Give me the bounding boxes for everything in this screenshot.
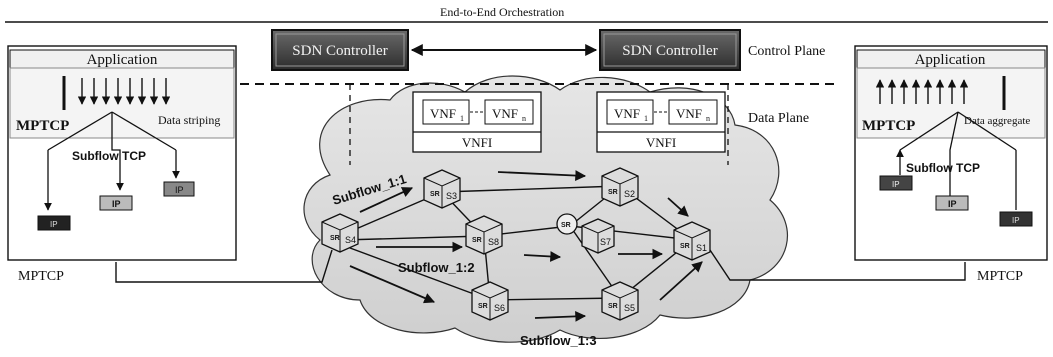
router-id: S2: [624, 189, 635, 199]
vnf-subscript: n: [706, 114, 710, 123]
controller-label: SDN Controller: [622, 43, 717, 59]
vnfi-right: VNF 1 VNF n VNFI: [596, 91, 726, 153]
router-text: SR: [478, 303, 488, 310]
router-s5: SR S5: [601, 281, 639, 321]
router-text: SR: [608, 303, 618, 310]
ip-label: IP: [175, 185, 184, 195]
data-striping-label: Data striping: [158, 113, 220, 127]
router-s4: SR S4: [321, 213, 359, 253]
right-bottom-mptcp-label: MPTCP: [977, 269, 1023, 284]
orchestration-title: End-to-End Orchestration: [440, 5, 564, 19]
right-application-label: Application: [915, 52, 986, 68]
subflow-arrows: [349, 170, 703, 322]
vnf-subscript: n: [522, 114, 526, 123]
ip-box: [163, 181, 195, 197]
subflow-label: Subflow_1:3: [520, 333, 597, 348]
ip-label: IP: [892, 180, 900, 189]
router-id: S4: [345, 235, 356, 245]
control-plane-label: Control Plane: [748, 44, 825, 59]
subflow-merge-lines: [896, 111, 1017, 210]
left-subflow-tcp-label: Subflow TCP: [72, 149, 146, 163]
controller-label: SDN Controller: [292, 43, 387, 59]
ip-label: IP: [948, 199, 957, 209]
right-host-connection: [709, 249, 966, 281]
sdn-controller-left: SDN Controller: [271, 29, 409, 71]
right-host: Application MPTCP Data aggregate Subflow…: [854, 45, 1048, 284]
ip-label: IP: [1012, 216, 1020, 225]
ip-box: [37, 215, 71, 231]
router-id: S5: [624, 303, 635, 313]
router-s3: SR S3: [423, 169, 461, 209]
router-s8: SR S8: [465, 215, 503, 255]
vnfi-label: VNFI: [646, 135, 676, 150]
ip-box: [999, 211, 1033, 227]
vnf-label: VNF: [614, 106, 640, 121]
right-subflow-tcp-label: Subflow TCP: [906, 161, 980, 175]
router-text: SR: [330, 235, 340, 242]
left-host-connection: [115, 249, 333, 283]
router-text: SR: [430, 191, 440, 198]
ip-box: [99, 195, 133, 211]
data-plane-label: Data Plane: [748, 111, 809, 126]
left-bottom-mptcp-label: MPTCP: [18, 269, 64, 284]
vnf-label: VNF: [430, 106, 456, 121]
router-s7: SR S7: [556, 213, 615, 254]
vnf-subscript: 1: [460, 114, 464, 123]
data-aggregate-label: Data aggregate: [964, 115, 1030, 127]
left-mptcp-label: MPTCP: [16, 118, 69, 134]
router-s2: SR S2: [601, 167, 639, 207]
ip-box: [879, 175, 913, 191]
sdn-controller-right: SDN Controller: [599, 29, 741, 71]
vnfi-left: VNF 1 VNF n VNFI: [412, 91, 542, 153]
vnf-label: VNF: [492, 106, 518, 121]
router-text: SR: [472, 237, 482, 244]
left-host: Application MPTCP Data striping Subflow …: [7, 45, 237, 284]
router-id: S1: [696, 243, 707, 253]
ip-box: [935, 195, 969, 211]
vnf-subscript: 1: [644, 114, 648, 123]
router-id: S8: [488, 237, 499, 247]
right-mptcp-label: MPTCP: [862, 118, 915, 134]
router-text: SR: [561, 222, 571, 229]
router-text: SR: [608, 189, 618, 196]
aggregate-arrows: [875, 79, 969, 104]
left-application-label: Application: [87, 52, 158, 68]
ip-label: IP: [50, 220, 58, 229]
vnfi-label: VNFI: [462, 135, 492, 150]
router-s1: SR S1: [673, 221, 711, 261]
ip-label: IP: [112, 199, 121, 209]
router-id: S6: [494, 303, 505, 313]
striping-arrows: [77, 78, 171, 105]
router-id: S7: [600, 237, 611, 247]
subflow-split-lines: [44, 111, 180, 211]
router-s6: SR S6: [471, 281, 509, 321]
subflow-label: Subflow_1:2: [398, 260, 475, 275]
router-text: SR: [680, 243, 690, 250]
vnf-label: VNF: [676, 106, 702, 121]
router-id: S3: [446, 191, 457, 201]
